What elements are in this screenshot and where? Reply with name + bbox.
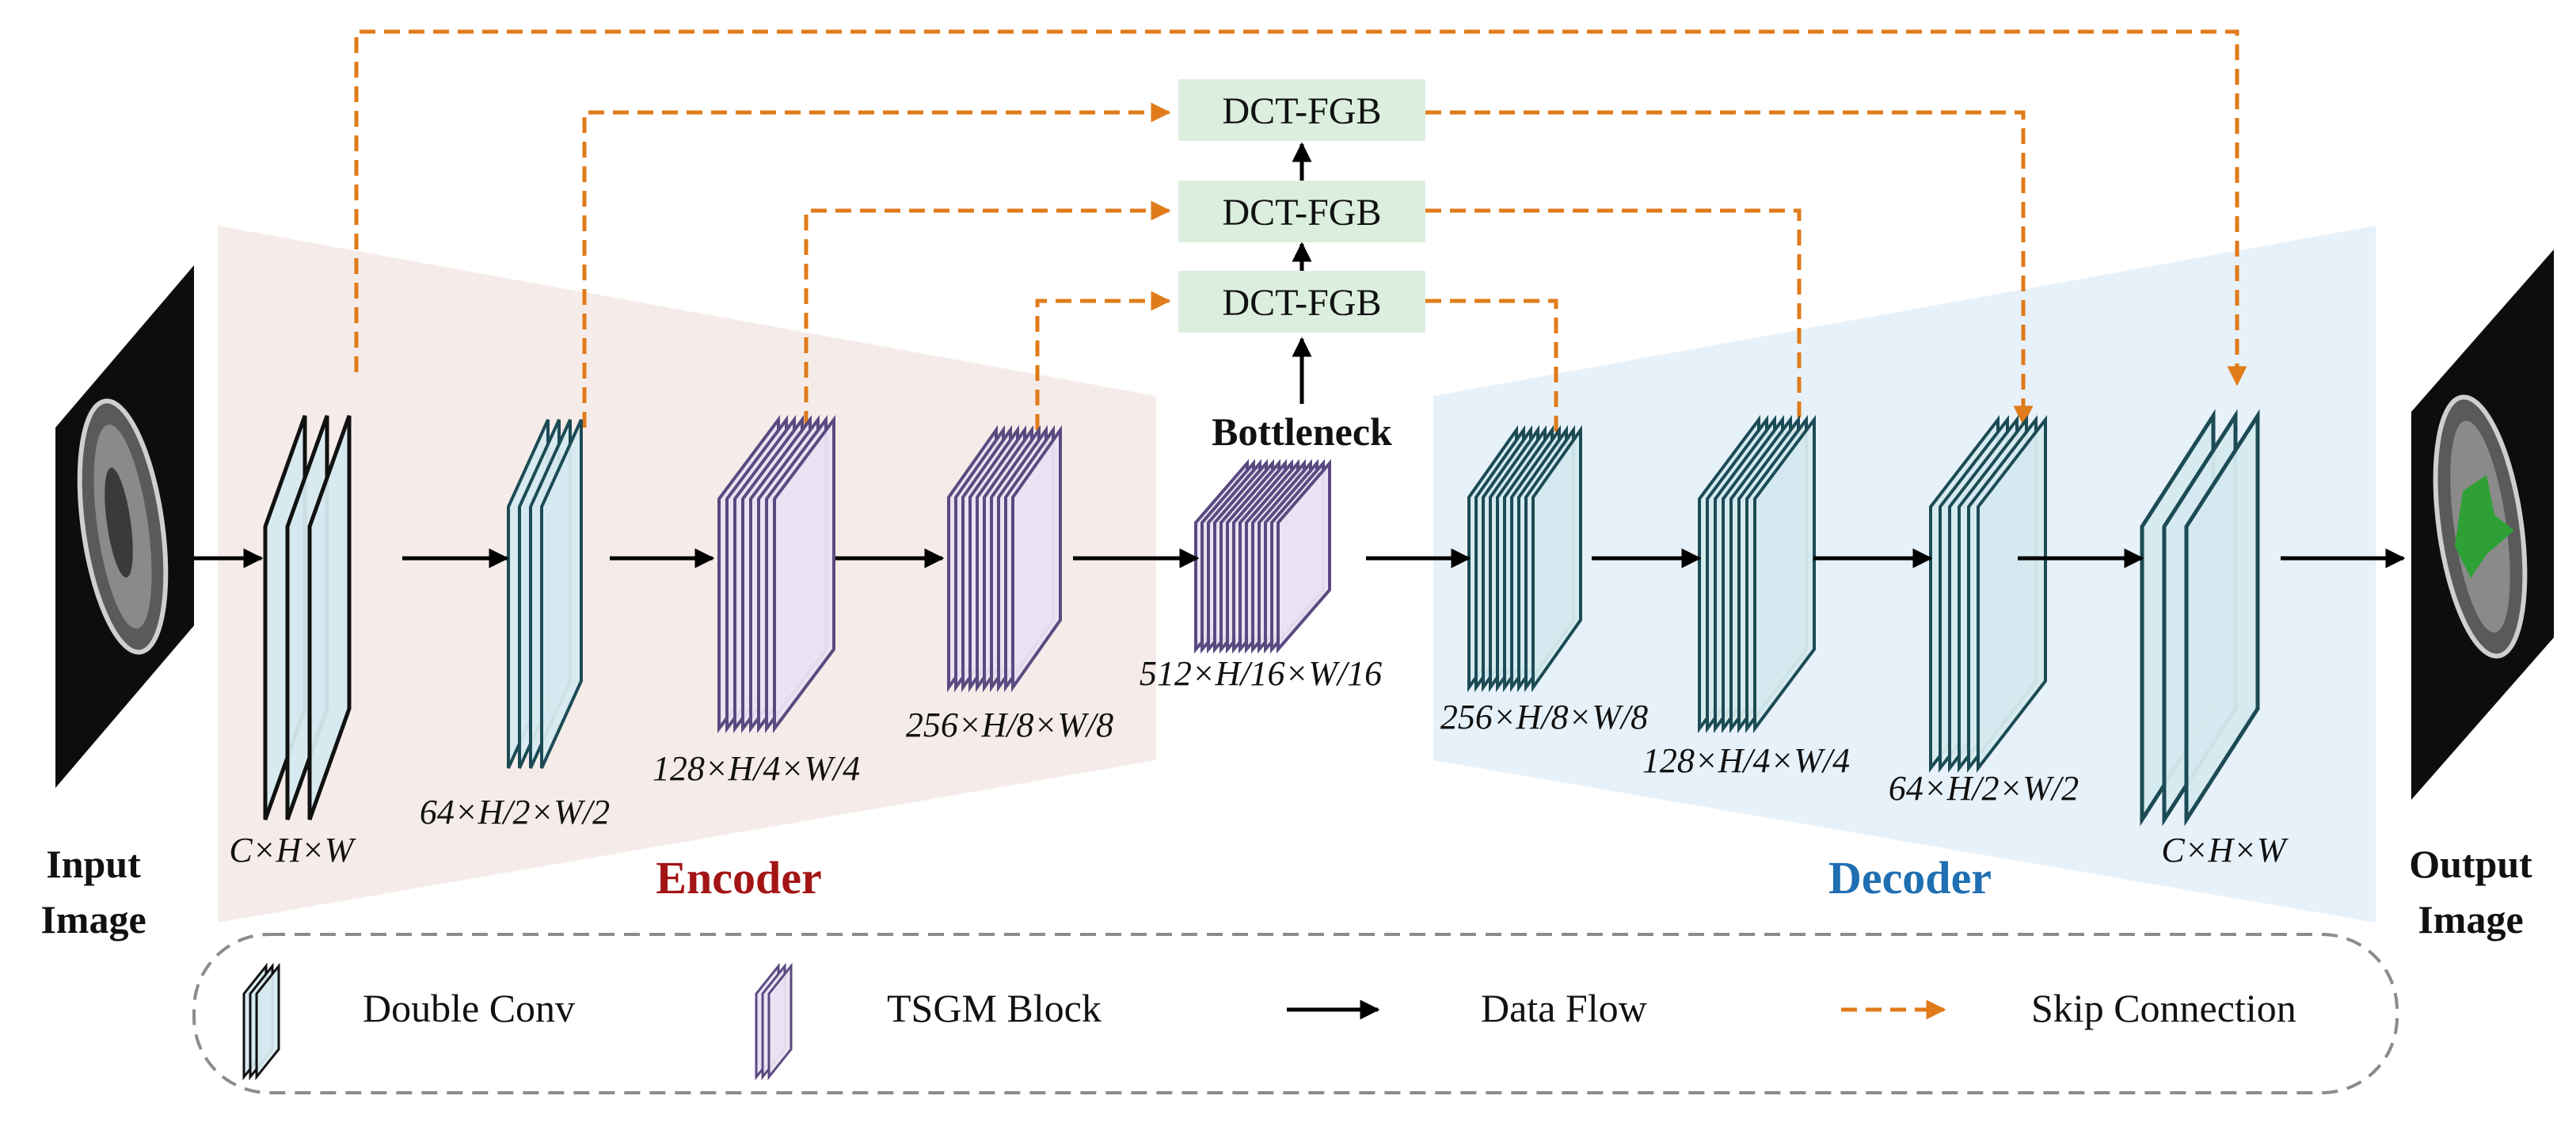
- legend-skip-label: Skip Connection: [2031, 986, 2296, 1030]
- output-image: [2411, 249, 2554, 800]
- skip-connections: [354, 29, 2247, 479]
- dim-label-dec2: 128×H/4×W/4: [1642, 741, 1850, 780]
- decoder-stage2-double-conv: [1698, 415, 1816, 733]
- encoder-stage1-double-conv-layer: [307, 415, 352, 820]
- dct-fgb-bottom: DCT-FGB: [1178, 271, 1425, 333]
- segmentation-mask: [2455, 475, 2514, 578]
- feature-map-stacks: [263, 409, 2260, 827]
- bottleneck-tsgm: [1194, 458, 1331, 654]
- encoder-stage3-tsgm-layer: [773, 415, 835, 733]
- dim-label-enc4: 256×H/8×W/8: [906, 706, 1113, 744]
- decoder-stage3-double-conv-layer: [1977, 415, 2047, 773]
- input-image: [55, 265, 194, 788]
- legend-tsgm-label: TSGM Block: [887, 986, 1102, 1030]
- input-label-line1: Input: [46, 842, 141, 886]
- legend-tsgm-icon-layer: [767, 962, 793, 1081]
- legend-icons: [242, 962, 793, 1081]
- bottleneck-label: Bottleneck: [1212, 409, 1392, 454]
- dim-label-dec4: C×H×W: [2161, 831, 2289, 869]
- decoder-stage1-double-conv-layer: [1532, 424, 1582, 693]
- skip-connection-stage2-out: [1425, 110, 2034, 426]
- encoder-stage4-tsgm-layer: [1011, 424, 1062, 693]
- skip-connection-stage3-out: [1425, 208, 1809, 450]
- dim-label-enc3: 128×H/4×W/4: [653, 749, 860, 788]
- dim-label-enc1: C×H×W: [229, 831, 356, 869]
- skip-connection-stage3: [804, 200, 1171, 451]
- legend-tsgm-icon: [755, 962, 793, 1081]
- decoder-stage3-double-conv: [1929, 415, 2047, 773]
- encoder-stage4-tsgm: [947, 424, 1062, 693]
- skip-connection-stage2: [582, 102, 1171, 428]
- dct-fgb-middle: DCT-FGB: [1178, 181, 1425, 242]
- dim-label-enc2: 64×H/2×W/2: [420, 793, 610, 831]
- dct-fgb-label: DCT-FGB: [1223, 192, 1382, 234]
- decoder-stage4-double-conv: [2140, 409, 2260, 827]
- input-label-line2: Image: [40, 897, 146, 942]
- encoder-stage1-double-conv: [263, 415, 352, 820]
- legend-double-conv-icon: [242, 962, 280, 1081]
- decoder-stage1-double-conv: [1467, 424, 1582, 693]
- encoder-stage2-double-conv: [507, 419, 583, 769]
- encoder-stage2-double-conv-layer: [540, 419, 583, 769]
- encoder-background: [218, 226, 1156, 923]
- dim-label-bottleneck: 512×H/16×W/16: [1140, 654, 1382, 693]
- dim-label-dec3: 64×H/2×W/2: [1889, 769, 2079, 808]
- dim-label-dec1: 256×H/8×W/8: [1440, 698, 1648, 736]
- encoder-stage3-tsgm: [717, 415, 835, 733]
- legend-double-conv-label: Double Conv: [363, 986, 575, 1030]
- decoder-stage4-double-conv-layer: [2184, 409, 2260, 827]
- legend-border: [192, 933, 2399, 1094]
- encoder-title: Encoder: [656, 852, 821, 904]
- decoder-stage2-double-conv-layer: [1753, 415, 1816, 733]
- skip-connection-stage4: [1035, 291, 1171, 479]
- output-label-line2: Image: [2418, 897, 2523, 942]
- dct-fgb-top: DCT-FGB: [1178, 79, 1425, 141]
- legend-double-conv-icon-layer: [255, 962, 280, 1081]
- bottleneck-tsgm-layer: [1277, 458, 1331, 654]
- decoder-title: Decoder: [1828, 852, 1992, 904]
- dct-fgb-label: DCT-FGB: [1223, 90, 1382, 132]
- skip-connection-outer: [354, 29, 2247, 386]
- legend: Double Conv TSGM Block Data Flow Skip Co…: [192, 933, 2399, 1094]
- output-label-line1: Output: [2409, 842, 2532, 886]
- legend-data-flow-label: Data Flow: [1481, 986, 1647, 1030]
- dct-fgb-label: DCT-FGB: [1223, 282, 1382, 324]
- skip-connection-stage4-out: [1425, 299, 1566, 477]
